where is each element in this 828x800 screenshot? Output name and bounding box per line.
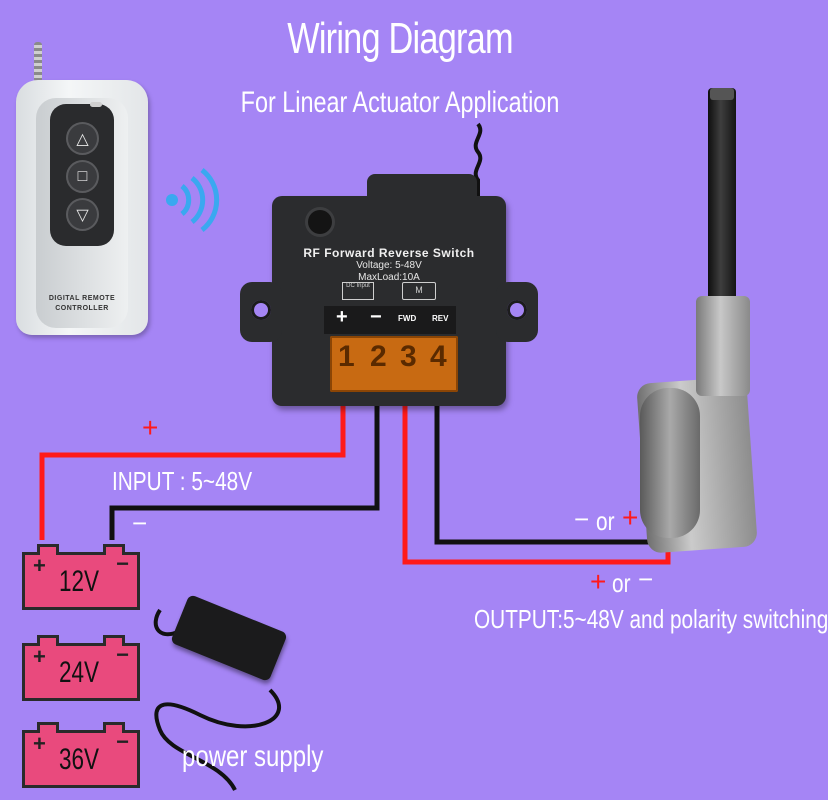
output-lower-or: or <box>612 568 631 598</box>
remote-label-line2: CONTROLLER <box>55 305 109 312</box>
remote-led <box>90 102 102 107</box>
battery-voltage: 36V <box>59 743 100 776</box>
output-rev-wire <box>434 398 660 545</box>
output-lower-plus: + <box>590 566 607 597</box>
actuator-rod-cap <box>710 88 734 100</box>
dc-input-label: DC Input <box>342 282 374 300</box>
actuator-motor <box>640 388 700 538</box>
power-supply-label: power supply <box>182 740 324 773</box>
input-minus-sign: − <box>132 508 148 538</box>
terminal-number-2: 2 <box>370 340 387 373</box>
wiring-diagram: Wiring Diagram For Linear Actuator Appli… <box>16 14 828 791</box>
input-label: INPUT : 5~48V <box>112 466 253 496</box>
terminal-number-3: 3 <box>400 340 417 373</box>
output-fwd-wire <box>402 398 671 565</box>
learn-button[interactable] <box>308 210 332 234</box>
rf-switch-box: RF Forward Reverse Switch Voltage: 5-48V… <box>240 174 538 406</box>
remote-control: △ □ ▽ DIGITAL REMOTE CONTROLLER <box>16 80 148 335</box>
input-plus-sign: + <box>142 412 159 443</box>
wiring-lines <box>39 122 671 791</box>
motor-symbol: M <box>402 282 436 300</box>
wireless-signal-icon <box>166 168 220 232</box>
box-maxload: MaxLoad:10A <box>358 272 420 283</box>
battery-36v: + − 36V <box>22 722 140 788</box>
input-positive-wire <box>39 398 346 540</box>
remote-antenna <box>34 42 42 82</box>
battery-plus: + <box>33 553 46 578</box>
output-upper-or: or <box>596 506 615 536</box>
terminal-label-bar <box>324 306 456 334</box>
remote-face: △ □ ▽ DIGITAL REMOTE CONTROLLER <box>36 98 128 328</box>
actuator-rod <box>708 88 736 322</box>
output-label: OUTPUT:5~48V and polarity switching <box>474 604 828 634</box>
terminal-plus-label: + <box>336 306 348 328</box>
terminal-number-4: 4 <box>430 340 447 373</box>
output-upper-minus: − <box>574 504 590 534</box>
terminal-rev-label: REV <box>432 314 449 323</box>
battery-24v: + − 24V <box>22 635 140 701</box>
box-top-ridge <box>367 174 477 202</box>
terminal-number-1: 1 <box>338 340 355 373</box>
box-voltage: Voltage: 5-48V <box>356 260 422 271</box>
box-antenna-wire <box>473 122 483 196</box>
battery-plus: + <box>33 644 46 669</box>
terminal-minus-label: − <box>370 306 382 328</box>
page-title: Wiring Diagram <box>287 14 513 63</box>
remote-label-line1: DIGITAL REMOTE <box>48 295 116 302</box>
remote-label: DIGITAL REMOTE CONTROLLER <box>38 294 126 314</box>
battery-voltage: 24V <box>59 656 100 689</box>
battery-voltage: 12V <box>59 565 100 598</box>
page-subtitle: For Linear Actuator Application <box>240 86 560 119</box>
remote-stop-button[interactable]: □ <box>66 160 99 193</box>
battery-12v: + − 12V <box>22 544 140 610</box>
battery-minus: − <box>116 551 129 576</box>
remote-down-button[interactable]: ▽ <box>66 198 99 231</box>
remote-up-button[interactable]: △ <box>66 122 99 155</box>
output-upper-plus: + <box>622 502 639 533</box>
battery-plus: + <box>33 731 46 756</box>
remote-button-panel: △ □ ▽ <box>50 102 114 246</box>
input-negative-wire <box>109 398 380 540</box>
box-name: RF Forward Reverse Switch <box>303 246 475 260</box>
terminal-fwd-label: FWD <box>398 314 417 323</box>
mounting-ear-left <box>240 282 282 342</box>
terminal-block <box>330 336 458 392</box>
mounting-ear-right <box>496 282 538 342</box>
battery-minus: − <box>116 642 129 667</box>
battery-minus: − <box>116 729 129 754</box>
output-lower-minus: − <box>638 564 654 594</box>
actuator-tube <box>696 296 750 396</box>
